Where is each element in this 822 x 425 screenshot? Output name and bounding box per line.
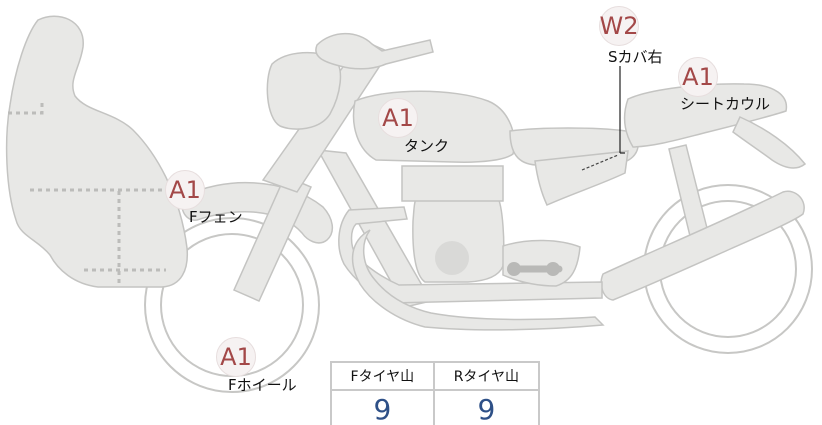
rear-tire-value: 9 bbox=[432, 389, 541, 425]
swing-arm bbox=[600, 190, 805, 301]
handlebar bbox=[315, 32, 434, 70]
tire-tread-value-row: 9 9 bbox=[330, 389, 541, 425]
front-wheel-label: Fホイール bbox=[228, 376, 297, 394]
tank-damage-marker: A1 bbox=[378, 98, 418, 138]
front-cowl bbox=[5, 15, 189, 288]
engine-head bbox=[401, 165, 504, 202]
seat-cowl-label: シートカウル bbox=[680, 95, 771, 113]
rear-fender bbox=[732, 116, 807, 169]
front-tire-value: 9 bbox=[330, 389, 435, 425]
exhaust-upper bbox=[338, 206, 603, 304]
exhaust-lower bbox=[351, 229, 605, 331]
front-fender-label: Fフェン bbox=[189, 208, 243, 226]
tire-tread-table: Fタイヤ山 Rタイヤ山 9 9 bbox=[330, 361, 541, 425]
marker-code: A1 bbox=[382, 104, 414, 132]
marker-code: A1 bbox=[682, 63, 714, 91]
tire-tread-header-row: Fタイヤ山 Rタイヤ山 bbox=[330, 361, 541, 391]
detail-marks bbox=[8, 66, 625, 286]
front-wheel-damage-marker: A1 bbox=[216, 337, 256, 377]
tank-label: タンク bbox=[404, 137, 450, 155]
side-cover-label: Sカバ右 bbox=[608, 48, 663, 66]
rear-shock bbox=[668, 144, 709, 237]
front-fender-damage-marker: A1 bbox=[165, 170, 205, 210]
rear-tire-header: Rタイヤ山 bbox=[432, 361, 541, 391]
headlamp bbox=[266, 51, 342, 130]
side-cover bbox=[534, 150, 629, 206]
marker-code: A1 bbox=[169, 176, 201, 204]
engine-case bbox=[502, 239, 581, 287]
marker-code: W2 bbox=[599, 12, 639, 40]
seat-cowl-damage-marker: A1 bbox=[678, 57, 718, 97]
marker-code: A1 bbox=[220, 343, 252, 371]
side-cover-damage-marker: W2 bbox=[599, 6, 639, 46]
front-tire-header: Fタイヤ山 bbox=[330, 361, 435, 391]
